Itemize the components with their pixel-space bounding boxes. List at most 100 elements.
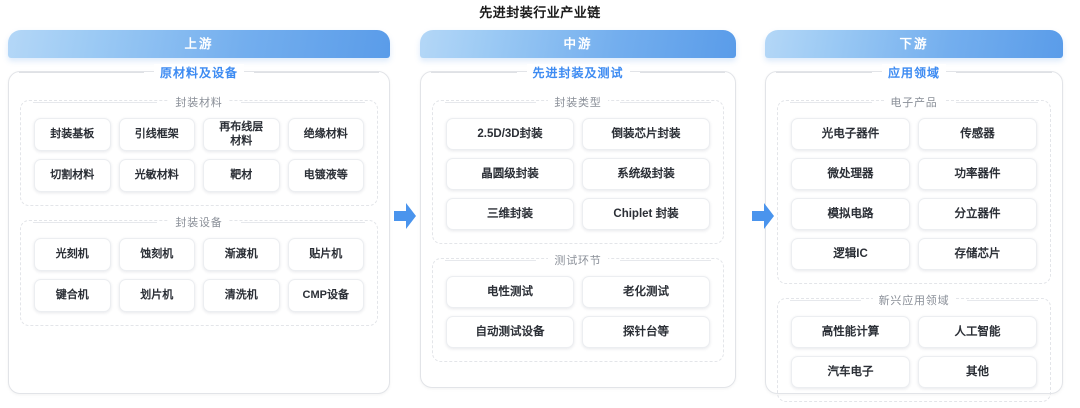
chip[interactable]: 蚀刻机 (118, 238, 195, 271)
list-item: 倒装芯片封装 (578, 114, 714, 154)
chip[interactable]: Chiplet 封装 (582, 198, 710, 230)
chip[interactable]: 渐渡机 (203, 238, 280, 271)
group-emerging-applications: 新兴应用领域 高性能计算 人工智能 汽车电子 其他 (777, 292, 1051, 402)
list-item: Chiplet 封装 (578, 194, 714, 234)
list-item: 电性测试 (442, 272, 578, 312)
chip[interactable]: 功率器件 (918, 158, 1037, 190)
chip[interactable]: 2.5D/3D封装 (446, 118, 574, 150)
list-item: 分立器件 (914, 194, 1041, 234)
group-legend-text: 封装设备 (169, 214, 229, 230)
list-item: 三维封装 (442, 194, 578, 234)
chip[interactable]: 绝缘材料 (287, 118, 364, 151)
list-item: 功率器件 (914, 154, 1041, 194)
list-item: 切割材料 (30, 155, 115, 196)
group-legend: 封装材料 (21, 94, 377, 110)
list-item: 划片机 (115, 275, 200, 316)
list-item: 传感器 (914, 114, 1041, 154)
chip[interactable]: 电镀液等 (287, 159, 364, 192)
chip[interactable]: 晶圆级封装 (446, 158, 574, 190)
chip[interactable]: 分立器件 (918, 198, 1037, 230)
chip[interactable]: 划片机 (118, 279, 195, 312)
stage-body-downstream: 应用领域 电子产品 光电子器件 传感器 微处理器 功率器件 模拟电路 (765, 64, 1063, 402)
chip[interactable]: 逻辑IC (791, 238, 910, 270)
list-item: 封装基板 (30, 114, 115, 155)
group-legend-text: 新兴应用领域 (872, 292, 956, 308)
list-item: 光敏材料 (115, 155, 200, 196)
chip[interactable]: 汽车电子 (791, 356, 910, 388)
chip[interactable]: 光电子器件 (791, 118, 910, 150)
chip[interactable]: 探针台等 (582, 316, 710, 348)
group-legend-text: 封装类型 (548, 94, 608, 110)
legend-rule-left (33, 101, 158, 103)
item-grid: 光刻机 蚀刻机 渐渡机 贴片机 键合机 划片机 清洗机 CMP设备 (30, 234, 368, 316)
list-item: 老化测试 (578, 272, 714, 312)
list-item: 引线框架 (115, 114, 200, 155)
chip[interactable]: 传感器 (918, 118, 1037, 150)
legend-rule-left (431, 72, 517, 73)
list-item: 自动测试设备 (442, 312, 578, 352)
page-title: 先进封装行业产业链 (479, 5, 601, 20)
group-legend: 封装类型 (433, 94, 723, 110)
list-item: 模拟电路 (787, 194, 914, 234)
list-item: 探针台等 (578, 312, 714, 352)
legend-rule-right (619, 101, 712, 103)
chip[interactable]: 倒装芯片封装 (582, 118, 710, 150)
legend-rule-left (776, 72, 872, 73)
group-legend-text: 测试环节 (548, 252, 608, 268)
item-grid: 光电子器件 传感器 微处理器 功率器件 模拟电路 分立器件 逻辑IC 存储芯片 (787, 114, 1041, 274)
list-item: 再布线层 材料 (199, 114, 284, 155)
chip[interactable]: 光刻机 (34, 238, 111, 271)
legend-rule-left (19, 72, 144, 73)
chip[interactable]: 系统级封装 (582, 158, 710, 190)
chip[interactable]: 人工智能 (918, 316, 1037, 348)
list-item: 渐渡机 (199, 234, 284, 275)
group-testing-stages: 测试环节 电性测试 老化测试 自动测试设备 探针台等 (432, 252, 724, 362)
chip[interactable]: 高性能计算 (791, 316, 910, 348)
chip[interactable]: 键合机 (34, 279, 111, 312)
chip[interactable]: 微处理器 (791, 158, 910, 190)
list-item: 蚀刻机 (115, 234, 200, 275)
item-grid: 2.5D/3D封装 倒装芯片封装 晶圆级封装 系统级封装 三维封装 Chiple… (442, 114, 714, 234)
group-packaging-types: 封装类型 2.5D/3D封装 倒装芯片封装 晶圆级封装 系统级封装 三维封装 C… (432, 94, 724, 244)
list-item: 汽车电子 (787, 352, 914, 392)
arrow-upstream-to-midstream (390, 30, 420, 402)
chip[interactable]: 其他 (918, 356, 1037, 388)
chip[interactable]: 三维封装 (446, 198, 574, 230)
chip[interactable]: 切割材料 (34, 159, 111, 192)
legend-rule-left (33, 221, 158, 223)
list-item: CMP设备 (284, 275, 369, 316)
list-item: 靶材 (199, 155, 284, 196)
chip[interactable]: 存储芯片 (918, 238, 1037, 270)
legend-rule-right (639, 72, 726, 73)
chip[interactable]: 引线框架 (118, 118, 195, 151)
chip[interactable]: 再布线层 材料 (203, 118, 280, 151)
chip[interactable]: 模拟电路 (791, 198, 910, 230)
group-electronic-products: 电子产品 光电子器件 传感器 微处理器 功率器件 模拟电路 分立器件 逻辑IC … (777, 94, 1051, 284)
list-item: 贴片机 (284, 234, 369, 275)
chip[interactable]: 光敏材料 (118, 159, 195, 192)
legend-rule-left (790, 299, 861, 301)
chip[interactable]: CMP设备 (287, 279, 364, 312)
chip[interactable]: 靶材 (203, 159, 280, 192)
chip[interactable]: 老化测试 (582, 276, 710, 308)
list-item: 光电子器件 (787, 114, 914, 154)
list-item: 存储芯片 (914, 234, 1041, 274)
group-legend: 新兴应用领域 (778, 292, 1050, 308)
column-upstream: 上游 原材料及设备 封装材料 封装基板 引线框架 再 (8, 30, 390, 394)
chip[interactable]: 电性测试 (446, 276, 574, 308)
group-packaging-materials: 封装材料 封装基板 引线框架 再布线层 材料 绝缘材料 切割材料 光敏材料 靶材… (20, 94, 378, 206)
arrow-midstream-to-downstream (748, 30, 778, 402)
legend-rule-right (240, 101, 366, 103)
list-item: 逻辑IC (787, 234, 914, 274)
legend-rule-right (956, 72, 1053, 73)
chip[interactable]: 自动测试设备 (446, 316, 574, 348)
chip[interactable]: 清洗机 (203, 279, 280, 312)
arrow-right-icon (394, 203, 416, 229)
stage-columns: 上游 原材料及设备 封装材料 封装基板 引线框架 再 (0, 30, 1080, 402)
list-item: 微处理器 (787, 154, 914, 194)
legend-rule-left (445, 259, 537, 261)
group-legend: 测试环节 (433, 252, 723, 268)
chip[interactable]: 贴片机 (287, 238, 364, 271)
chip[interactable]: 封装基板 (34, 118, 111, 151)
